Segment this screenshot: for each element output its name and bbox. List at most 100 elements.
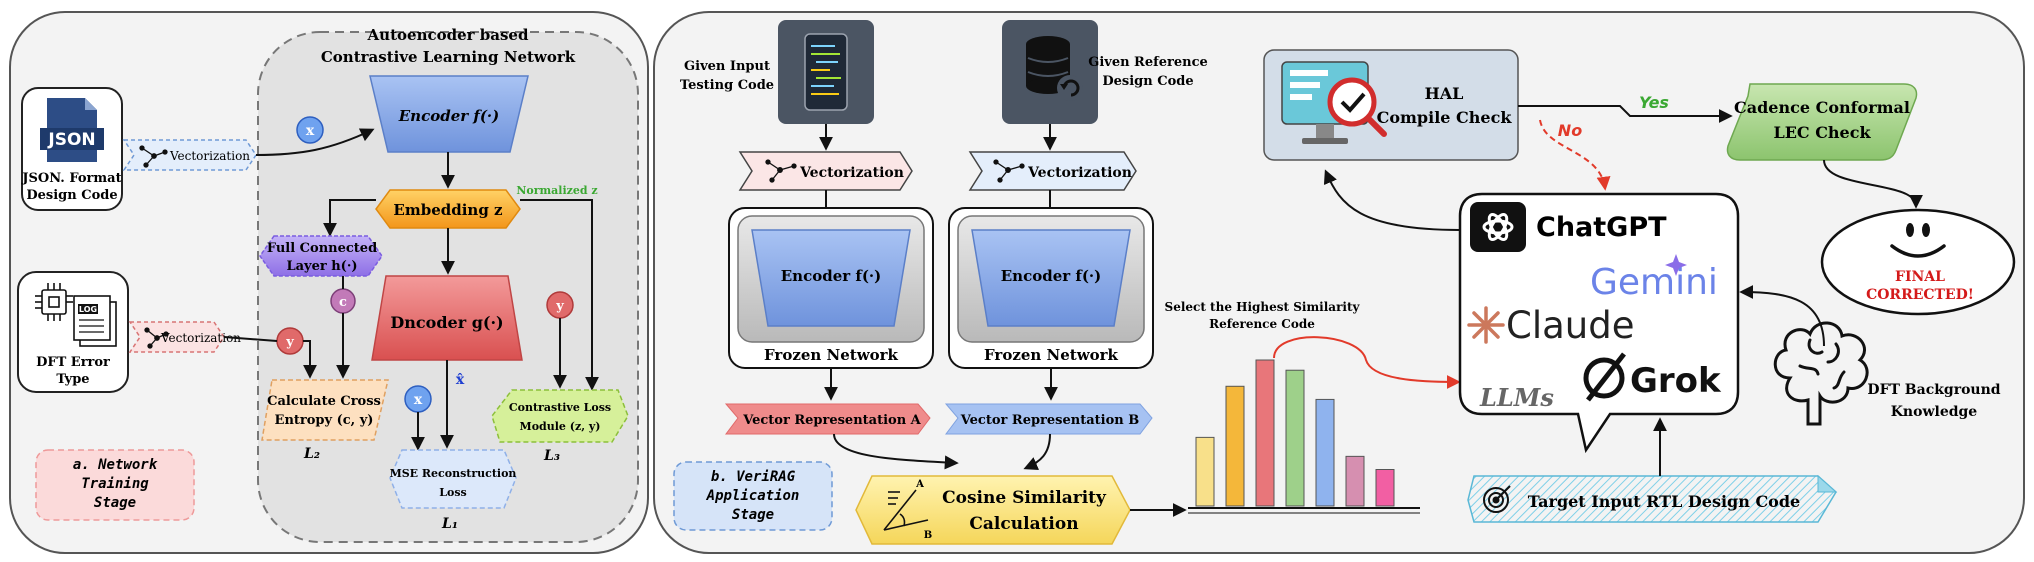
similarity-bar-1: [1195, 436, 1215, 507]
cadence-label-1: Cadence Conformal: [1734, 98, 1910, 117]
vectorization-tag-b: [968, 151, 1137, 191]
normalized-z-label: Normalized z: [516, 184, 597, 197]
frozen-label-a: Frozen Network: [764, 346, 898, 364]
encoder-label-a: Encoder f(·): [781, 267, 882, 285]
rtl-corner-fold: [1817, 474, 1838, 493]
cadence-label-2: LEC Check: [1773, 123, 1871, 142]
encoder-block-a: [751, 229, 911, 327]
vector-rep-a: [724, 403, 931, 435]
log-badge: LOG: [79, 305, 97, 314]
cl-label-2: Module (z, y): [520, 420, 601, 433]
hal-label-2: Compile Check: [1377, 108, 1513, 127]
llms-label: LLMs: [1479, 383, 1554, 412]
json-label-2: Design Code: [26, 188, 117, 203]
gemini-sparkle-icon: [1665, 254, 1687, 276]
monitor-check-icon: [1281, 61, 1387, 144]
node-graph-icon-2: [144, 327, 169, 349]
x-hat-label: x̂: [456, 372, 465, 388]
similarity-bars: [1195, 359, 1395, 507]
json-file-icon: JSON: [40, 98, 104, 162]
database-icon: [1026, 36, 1083, 101]
fc-label-2: Layer h(·): [286, 259, 357, 274]
cosine-block: [855, 475, 1131, 545]
arrow-rep-b-to-cos: [1023, 433, 1051, 471]
hal-label-1: HAL: [1425, 84, 1464, 103]
arrow-cadence-to-final: [1823, 159, 1923, 209]
arrow-hal-no: [1539, 119, 1611, 191]
vectorization-label-a: Vectorization: [799, 165, 904, 181]
encoder-block-b: [971, 229, 1131, 327]
net-title-2: Contrastive Learning Network: [321, 48, 576, 66]
rtl-label: Target Input RTL Design Code: [1528, 492, 1800, 511]
arrow-llm-to-hal: [1323, 169, 1461, 231]
chatgpt-logo-icon: [1470, 202, 1526, 252]
stage-a-line-2: Training: [81, 476, 149, 492]
ref-code-label-1: Given Reference: [1088, 55, 1208, 70]
arrow-dft-to-llm: [1739, 285, 1825, 347]
stage-b-line-2: Application: [706, 488, 800, 504]
arrow-json-to-encoder: [255, 128, 375, 156]
dft-bg-label-2: Knowledge: [1891, 404, 1978, 420]
embedding-label: Embedding z: [393, 201, 503, 219]
mse-block: [389, 449, 517, 509]
stage-a-label-box: [35, 449, 195, 521]
c-circle-label: c: [339, 295, 347, 310]
l2-label: L₂: [303, 446, 320, 462]
similarity-bar-4: [1285, 369, 1305, 507]
vectorization-label-1: Vectorization: [169, 149, 250, 163]
stage-a-line-3: Stage: [94, 495, 136, 511]
llm-bubble: [1458, 192, 1740, 454]
angle-b-label: B: [924, 530, 932, 541]
stage-b-label-box: [673, 461, 833, 531]
grok-label: Grok: [1630, 361, 1722, 401]
json-label-1: JSON. Format: [21, 171, 121, 186]
chip-icon: [35, 283, 73, 321]
fc-label-1: Full Connected: [267, 241, 377, 256]
contrastive-loss-block: [491, 389, 629, 443]
dft-label-1: DFT Error: [36, 355, 110, 370]
input-code-label-2: Testing Code: [680, 78, 774, 93]
decoder-block: [371, 275, 523, 361]
no-label: No: [1558, 121, 1582, 140]
x-input-circle: [296, 116, 324, 144]
log-file-icon: LOG: [73, 295, 117, 347]
angle-a-label: A: [915, 479, 924, 490]
y-circle-right-label: y: [555, 299, 564, 314]
arrow-select-to-llm: [1273, 336, 1461, 389]
vectorization-tag-1: [122, 139, 257, 171]
final-corrected-block: [1820, 208, 2016, 316]
similarity-bar-6: [1345, 455, 1365, 507]
chatgpt-label: ChatGPT: [1536, 212, 1667, 243]
encoder-label-b: Encoder f(·): [1001, 267, 1102, 285]
ce-label-2: Entropy (c, y): [275, 413, 374, 428]
arrow-normalized-z: [520, 199, 599, 391]
smiley-icon: [1890, 223, 1946, 258]
brain-icon: [1773, 321, 1869, 426]
ce-label-1: Calculate Cross: [267, 394, 381, 409]
select-label-1: Select the Highest Similarity: [1165, 300, 1361, 314]
stage-b-line-1: b. VeriRAG: [711, 469, 796, 485]
vectorization-label-b: Vectorization: [1027, 165, 1132, 181]
cl-label-1: Contrastive Loss: [509, 401, 611, 414]
cadence-block: [1726, 83, 1918, 161]
frozen-label-b: Frozen Network: [984, 346, 1118, 364]
final-label-2: CORRECTED!: [1866, 287, 1974, 303]
claude-asterisk-icon: [1467, 306, 1505, 344]
net-title-1: Autoencoder based: [367, 26, 529, 44]
target-icon: [1483, 485, 1511, 513]
json-badge: JSON: [47, 130, 95, 150]
stage-a-line-1: a. Network: [73, 457, 158, 473]
encoder-label: Encoder f(·): [398, 107, 500, 125]
l3-label: L₃: [543, 448, 560, 464]
x-circle-label: x: [414, 392, 423, 408]
rep-b-label: Vector Representation B: [960, 413, 1139, 428]
encoder-block: [369, 75, 529, 153]
cross-entropy-block: [261, 379, 389, 441]
x-input-label: x: [306, 123, 315, 139]
dft-label-2: Type: [56, 372, 89, 387]
cos-label-1: Cosine Similarity: [942, 488, 1107, 508]
node-graph-icon: [139, 145, 168, 168]
vectorization-label-2: Vectorization: [160, 331, 241, 345]
link-vec2-to-y: [223, 336, 278, 342]
